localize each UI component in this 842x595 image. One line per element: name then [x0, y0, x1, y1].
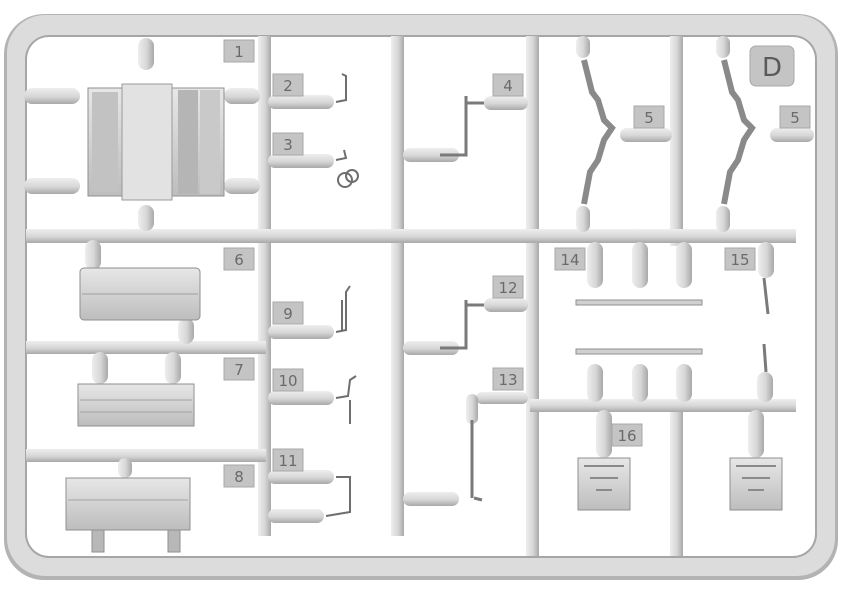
part-label-13: 13 — [498, 371, 517, 389]
part-6-tank — [79, 267, 201, 321]
part-label-16: 16 — [617, 427, 636, 445]
part-7-plate — [77, 383, 195, 427]
crank-handles — [440, 96, 484, 502]
part-label-11: 11 — [278, 452, 297, 470]
part-label-6: 6 — [234, 251, 244, 269]
part-label-8: 8 — [234, 468, 244, 486]
part-8-bench — [65, 477, 191, 553]
part-label-5b: 5 — [790, 109, 800, 127]
part-label-14: 14 — [560, 251, 579, 269]
part-label-5a: 5 — [644, 109, 654, 127]
part-16-blocks — [577, 457, 783, 511]
runners — [26, 36, 796, 556]
part-label-10: 10 — [278, 372, 297, 390]
small-tools — [325, 73, 359, 517]
sprue-letter: D — [762, 53, 782, 83]
part-5-ladders — [581, 59, 756, 205]
part-label-9: 9 — [283, 305, 293, 323]
part-label-15: 15 — [730, 251, 749, 269]
number-tabs — [223, 39, 811, 488]
part-label-4: 4 — [503, 77, 513, 95]
part-number-labels: 1 2 3 4 5 5 6 7 8 9 10 11 12 13 14 15 16… — [234, 43, 800, 486]
part-1-block — [87, 83, 225, 201]
part-label-2: 2 — [283, 77, 293, 95]
part-14-16-rails — [575, 277, 770, 373]
part-label-3: 3 — [283, 136, 293, 154]
gate-stubs — [24, 36, 814, 523]
part-label-7: 7 — [234, 361, 244, 379]
part-label-1: 1 — [234, 43, 244, 61]
part-label-12: 12 — [498, 279, 517, 297]
